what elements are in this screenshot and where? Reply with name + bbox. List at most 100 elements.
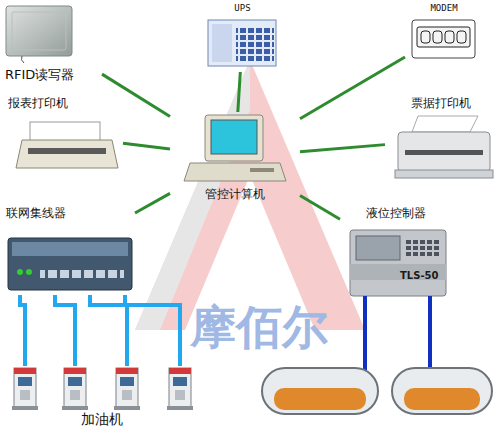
tank-icon-part bbox=[274, 388, 366, 410]
rfid-reader-node: RFID读写器 bbox=[2, 2, 102, 84]
network-link bbox=[300, 196, 340, 220]
hub-icon-part bbox=[40, 268, 124, 278]
pump-icon-part bbox=[68, 377, 82, 386]
tank-icon bbox=[392, 368, 492, 414]
hub-icon-part bbox=[26, 269, 32, 275]
ups-node: UPS bbox=[200, 2, 285, 72]
pump-icon-part bbox=[116, 368, 138, 408]
pump-icon-part bbox=[64, 368, 86, 374]
ticket-printer-icon-part bbox=[395, 170, 493, 178]
pump-cable bbox=[90, 295, 127, 366]
ticket-printer-icon-part bbox=[398, 132, 490, 172]
pump-icon-part bbox=[114, 406, 140, 410]
pump-cable bbox=[20, 295, 25, 366]
pump-icon-part bbox=[70, 390, 80, 400]
report-printer-icon-part bbox=[16, 140, 118, 168]
network-link bbox=[238, 72, 241, 112]
pump-icon bbox=[12, 368, 38, 410]
network-link bbox=[300, 145, 385, 152]
report-printer-icon-part bbox=[28, 148, 106, 154]
computer-icon-part bbox=[250, 168, 274, 172]
node-label: 联网集线器 bbox=[6, 206, 66, 220]
computer-icon-part bbox=[211, 120, 257, 154]
report-printer-node: 报表打印机 bbox=[5, 95, 123, 177]
device-model-text: TLS-50 bbox=[400, 270, 438, 281]
pump-group-node: 加油机 bbox=[2, 366, 202, 429]
network-link bbox=[102, 74, 170, 116]
tank-icon bbox=[262, 368, 378, 414]
ups-icon bbox=[208, 20, 276, 66]
modem-icon-part bbox=[421, 31, 430, 43]
level-controller-node: 液位控制器 bbox=[340, 205, 452, 300]
tank-icon-part bbox=[262, 368, 378, 414]
computer-icon-part bbox=[184, 163, 286, 181]
watermark-text: 摩佰尔 bbox=[190, 300, 328, 355]
hub-node: 联网集线器 bbox=[3, 205, 135, 295]
modem-icon-part bbox=[445, 31, 454, 43]
pump-icon bbox=[114, 368, 140, 410]
network-link bbox=[135, 193, 170, 213]
pump-icon-part bbox=[116, 368, 138, 374]
ticket-printer-icon bbox=[395, 116, 493, 178]
tank-icon-part bbox=[392, 368, 492, 414]
pump-icon-part bbox=[122, 390, 132, 400]
pump-icon-part bbox=[169, 368, 191, 408]
pump-icon bbox=[62, 368, 88, 410]
rfid-reader-icon-part bbox=[6, 6, 72, 56]
report-printer-icon bbox=[16, 122, 118, 168]
node-label: 加油机 bbox=[81, 411, 123, 428]
hub-icon-part bbox=[17, 269, 23, 275]
level-controller-icon-part bbox=[350, 264, 446, 280]
rfid-reader-icon-part bbox=[21, 56, 24, 63]
hub-icon-part bbox=[8, 238, 132, 290]
pump-icon-part bbox=[169, 368, 191, 374]
tank-wire bbox=[365, 296, 430, 370]
pump-icon-part bbox=[18, 377, 32, 386]
device-model-text: TLS-50 bbox=[400, 265, 438, 283]
computer-icon bbox=[184, 115, 286, 181]
computer-icon-part bbox=[205, 115, 263, 161]
level-controller-icon-part bbox=[356, 236, 400, 260]
level-controller-icon-part bbox=[405, 238, 440, 258]
ticket-printer-icon-part bbox=[412, 116, 478, 132]
pump-icon-part bbox=[62, 406, 88, 410]
pump-cable bbox=[55, 295, 75, 366]
modem-icon-part bbox=[457, 31, 466, 43]
node-label: 液位控制器 bbox=[366, 206, 426, 220]
modem-icon-part bbox=[417, 27, 470, 47]
node-label: 管控计算机 bbox=[205, 187, 265, 201]
ups-icon-part bbox=[236, 26, 274, 61]
rfid-reader-icon-part bbox=[12, 12, 66, 50]
pump-icon-part bbox=[14, 368, 36, 408]
modem-node: MODEM bbox=[405, 2, 483, 66]
pump-cable bbox=[125, 295, 180, 366]
tank-wire-part bbox=[428, 296, 432, 370]
network-link bbox=[123, 143, 170, 149]
modem-icon-part bbox=[412, 20, 475, 58]
node-label: MODEM bbox=[430, 3, 457, 14]
ups-icon-part bbox=[208, 20, 276, 66]
watermark-text: 摩佰尔 bbox=[190, 300, 328, 354]
pump-icon-part bbox=[167, 406, 193, 410]
report-printer-icon-part bbox=[30, 122, 100, 142]
modem-icon-part bbox=[433, 31, 442, 43]
network-link bbox=[300, 57, 405, 119]
node-label: UPS bbox=[234, 3, 250, 14]
node-label: RFID读写器 bbox=[5, 67, 74, 83]
rfid-reader-icon bbox=[6, 6, 72, 63]
ticket-printer-node: 票据打印机 bbox=[385, 95, 497, 185]
node-label: 票据打印机 bbox=[411, 96, 471, 110]
pump-icon-part bbox=[173, 377, 187, 386]
pump-icon-part bbox=[120, 377, 134, 386]
pump-icon-part bbox=[175, 390, 185, 400]
ticket-printer-icon-part bbox=[405, 150, 483, 155]
pump-icon-part bbox=[64, 368, 86, 408]
pump-icon-part bbox=[14, 368, 36, 374]
computer-node: 管控计算机 bbox=[170, 112, 300, 202]
hub-icon bbox=[8, 238, 132, 290]
